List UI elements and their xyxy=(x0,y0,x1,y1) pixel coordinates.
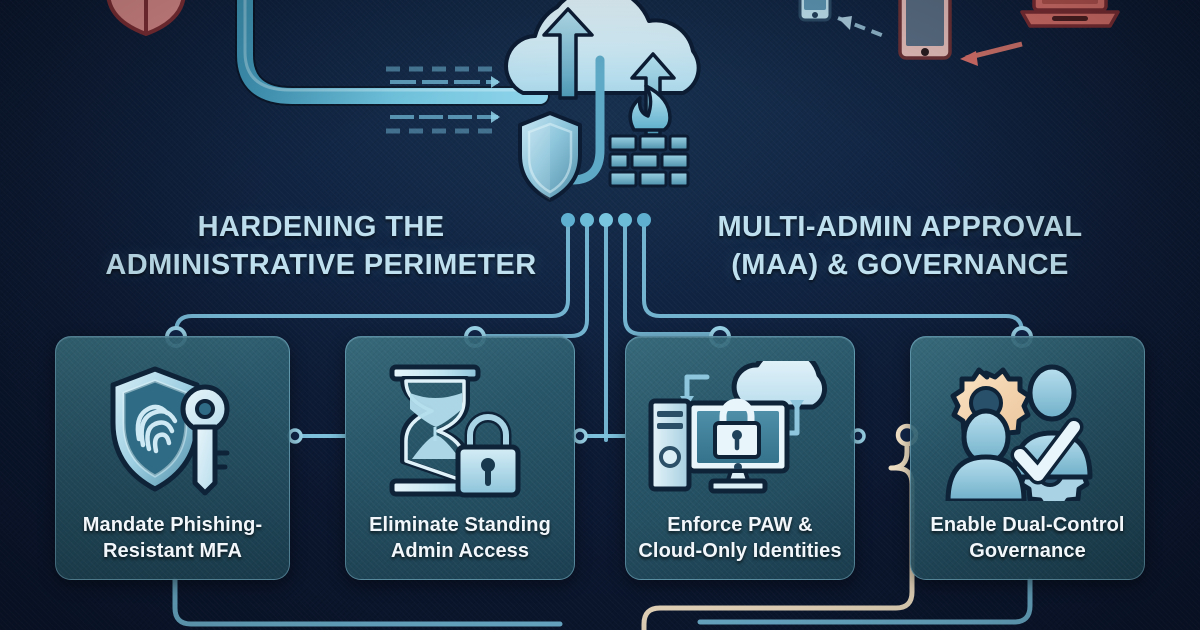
firewall-brick-flame-icon xyxy=(608,84,690,188)
upload-arrow-icon xyxy=(542,7,594,100)
shield-icon xyxy=(518,111,582,202)
padlock-shape xyxy=(455,411,521,498)
trace-node-dots xyxy=(561,213,651,227)
tablet-pink-icon xyxy=(898,0,952,60)
bottom-left-trace xyxy=(172,577,563,627)
key-shape xyxy=(180,384,229,496)
card-top-ring-nodes xyxy=(165,326,1033,348)
hourglass-padlock-icon xyxy=(346,361,574,501)
card-label: Enable Dual-Control Governance xyxy=(930,514,1125,562)
card-label: Enforce PAW & Cloud-Only Identities xyxy=(638,514,842,562)
person-front xyxy=(945,408,1026,501)
screen-lock-shape xyxy=(713,398,761,459)
section-heading-right: MULTI-ADMIN APPROVAL (MAA) & GOVERNANCE xyxy=(717,211,1083,282)
alert-badge-icon xyxy=(106,0,186,36)
strategy-card-enforce-paw[interactable]: Enforce PAW & Cloud-Only Identities xyxy=(625,336,855,580)
strategy-card-dual-control-governance[interactable]: Enable Dual-Control Governance xyxy=(910,336,1145,580)
device-cluster xyxy=(798,0,1120,66)
data-flow-pipe xyxy=(235,0,550,106)
card-label: Eliminate Standing Admin Access xyxy=(369,514,551,562)
inter-card-links xyxy=(287,428,866,444)
card-label: Mandate Phishing- Resistant MFA xyxy=(82,514,263,562)
laptop-red-icon xyxy=(1020,0,1120,28)
smartphone-blue-icon xyxy=(798,0,832,22)
device-flow-arrows xyxy=(837,16,1023,66)
strategy-card-mandate-mfa[interactable]: Mandate Phishing- Resistant MFA xyxy=(55,336,290,580)
check-mark-icon xyxy=(1010,417,1083,485)
strategy-card-eliminate-standing-access[interactable]: Eliminate Standing Admin Access xyxy=(345,336,575,580)
section-heading-left: HARDENING THE ADMINISTRATIVE PERIMETER xyxy=(105,211,537,282)
bottom-right-trace xyxy=(697,577,1033,625)
top-scene xyxy=(0,0,1200,215)
workstation-cloud-lock-icon xyxy=(626,361,854,501)
dashed-traffic-arrows xyxy=(386,66,500,134)
shield-fingerprint-key-icon xyxy=(56,361,289,501)
two-people-gears-check-icon xyxy=(911,361,1144,501)
